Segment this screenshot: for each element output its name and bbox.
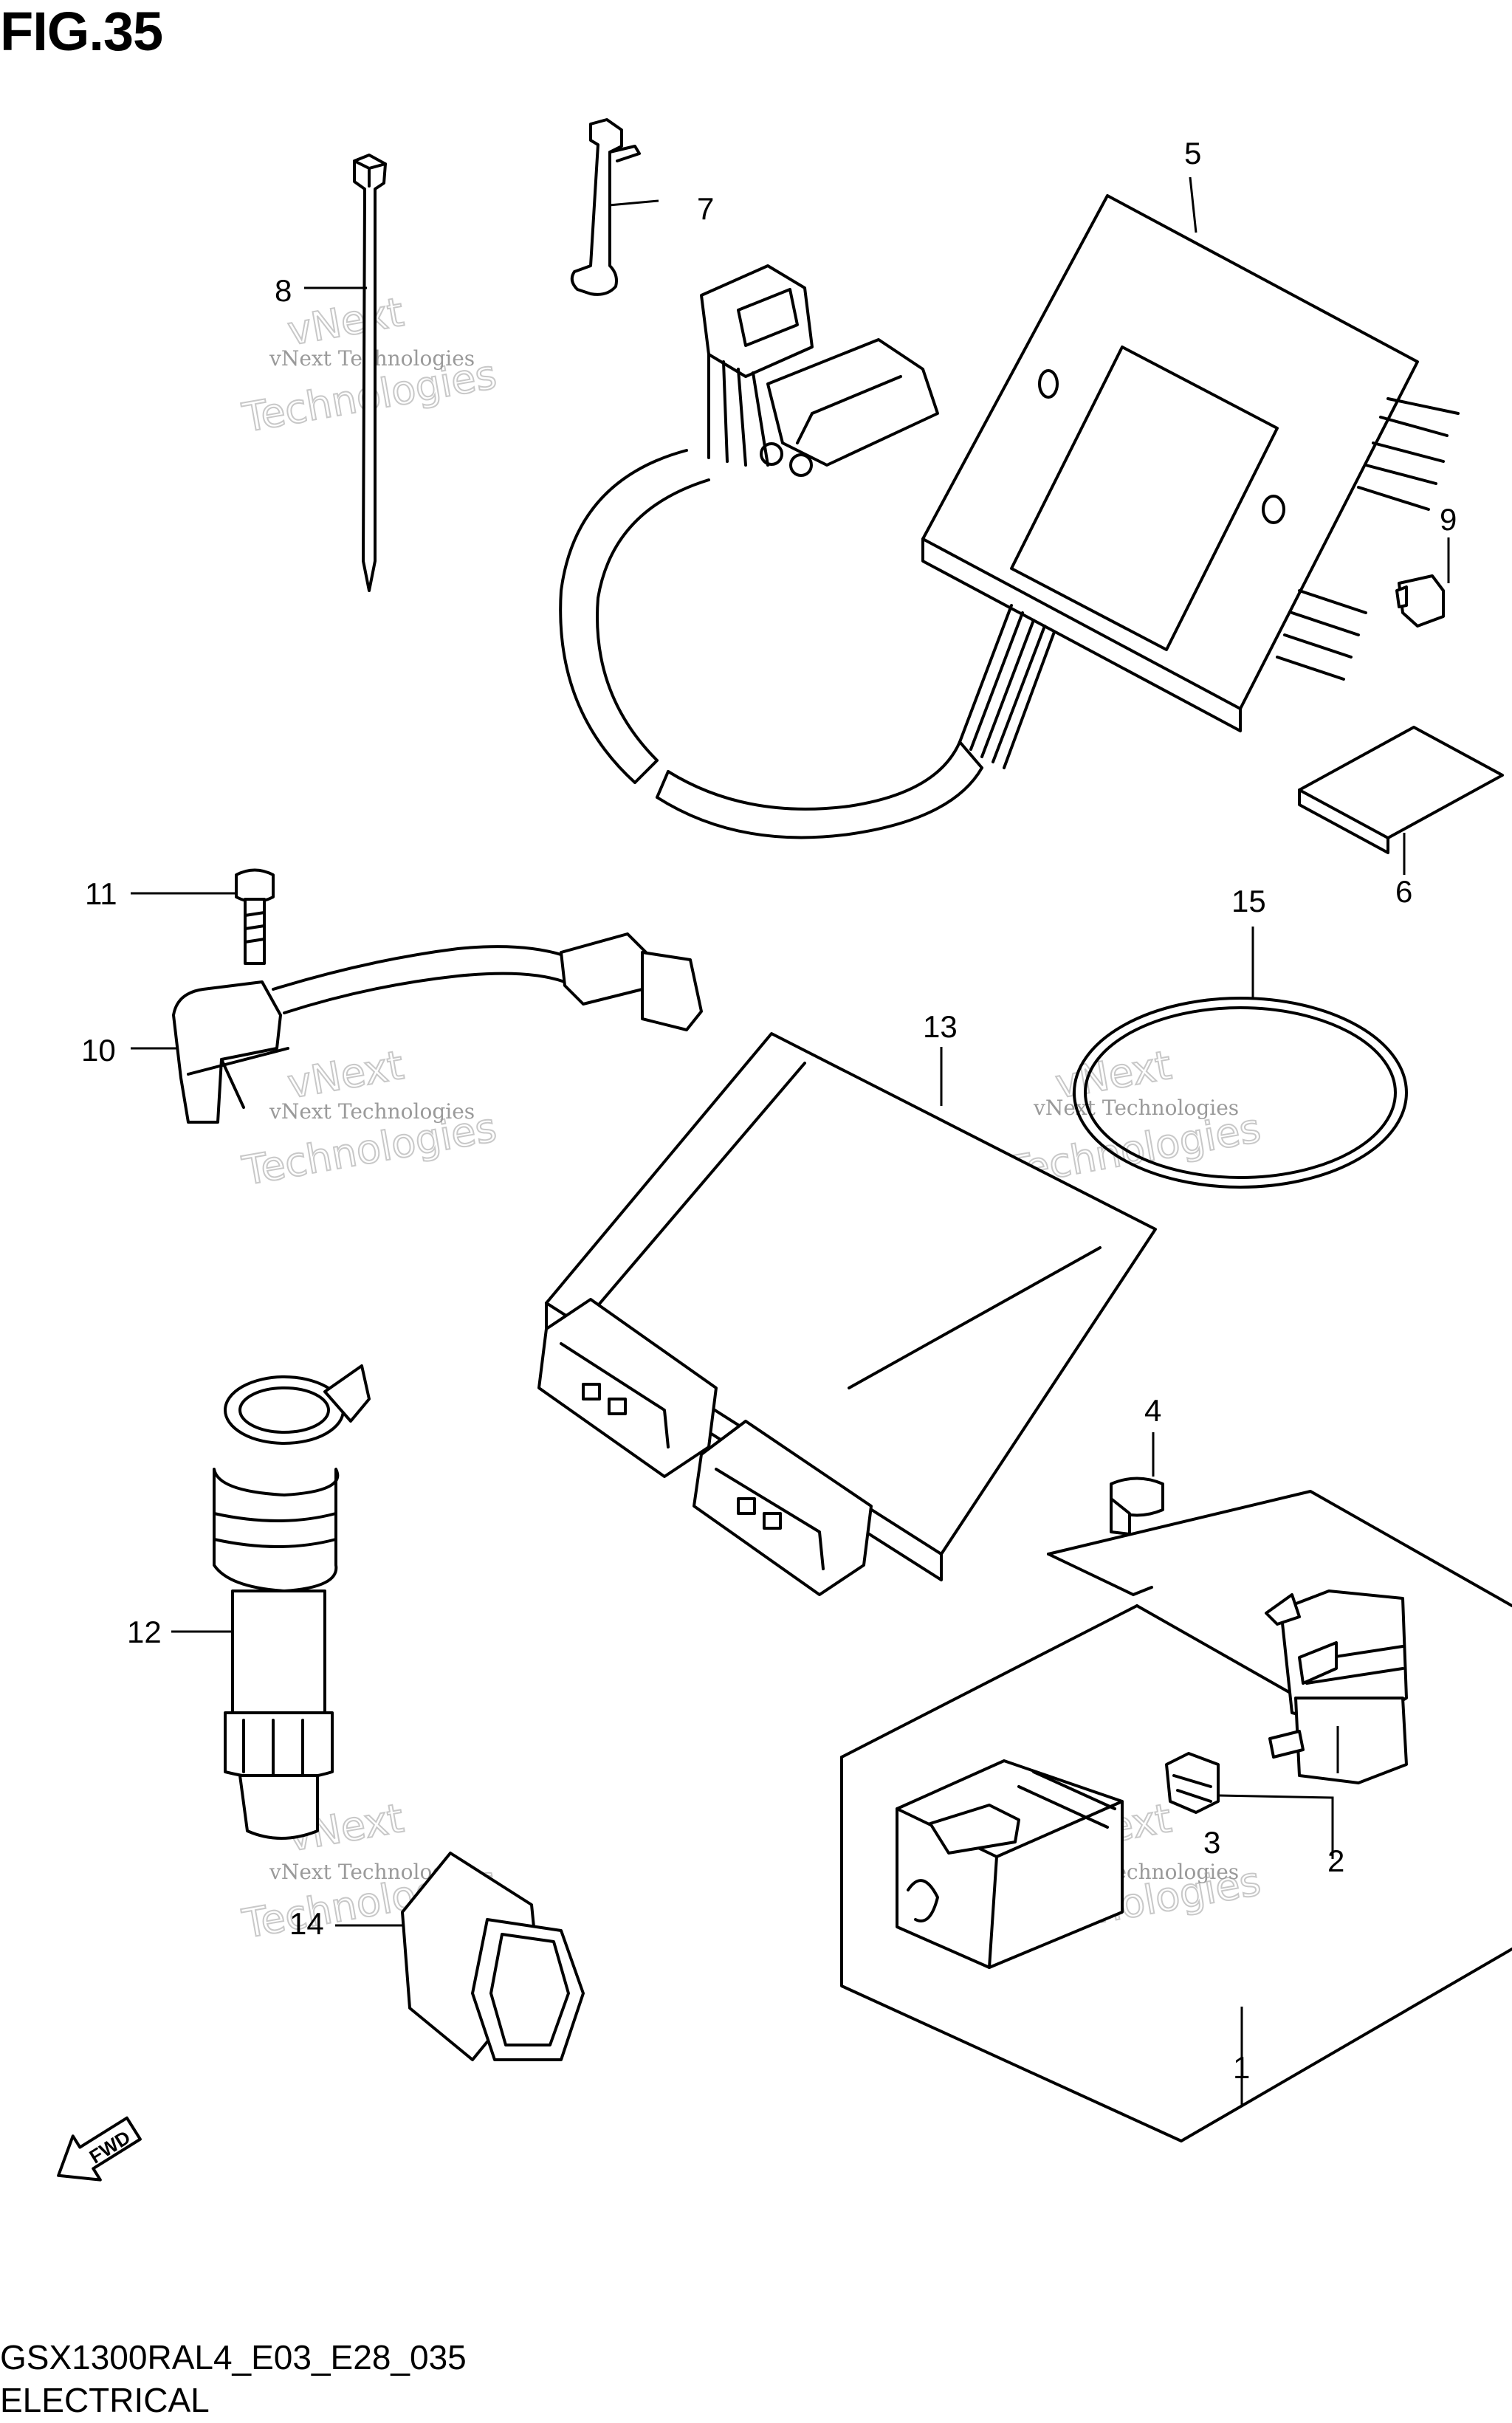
leader-lines bbox=[131, 176, 1450, 2106]
part-12-ignition-coil bbox=[213, 1364, 371, 1840]
callout-14: 14 bbox=[289, 1906, 324, 1941]
callout-7: 7 bbox=[697, 191, 714, 226]
part-5-regulator bbox=[559, 194, 1460, 839]
callout-15: 15 bbox=[1231, 884, 1266, 918]
watermark-text: vNext Technologies bbox=[269, 1099, 475, 1124]
callout-13: 13 bbox=[923, 1009, 958, 1044]
callout-6: 6 bbox=[1395, 874, 1412, 909]
part-14-connector bbox=[401, 1852, 585, 2061]
part-11-bolt bbox=[235, 868, 275, 965]
part-9-bolt bbox=[1395, 574, 1445, 628]
part-4-bolt bbox=[1110, 1477, 1164, 1536]
callout-4: 4 bbox=[1144, 1393, 1161, 1428]
diagram-code: GSX1300RAL4_E03_E28_035 bbox=[0, 2338, 467, 2376]
callout-8: 8 bbox=[275, 273, 292, 308]
part-7-clamp bbox=[570, 118, 641, 296]
part-13-ecm bbox=[537, 1032, 1157, 1596]
part-8-cable-tie bbox=[353, 154, 387, 592]
figure-title: FIG.35 bbox=[0, 1, 163, 62]
part-15-o-ring bbox=[1073, 997, 1408, 1189]
part-1-relay-assembly bbox=[840, 1490, 1512, 2142]
callout-3: 3 bbox=[1203, 1825, 1220, 1860]
callout-11: 11 bbox=[85, 876, 117, 911]
watermark-vnext: vNext bbox=[284, 1042, 407, 1107]
part-6-pad bbox=[1298, 726, 1504, 854]
callout-12: 12 bbox=[127, 1615, 162, 1649]
callout-2: 2 bbox=[1327, 1843, 1344, 1878]
callout-1: 1 bbox=[1233, 2050, 1250, 2085]
section-name: ELECTRICAL bbox=[0, 2381, 210, 2419]
callouts: 8 7 5 9 6 11 10 15 13 4 12 14 3 2 1 bbox=[81, 136, 1457, 2085]
watermark-text: vNext Technologies bbox=[1033, 1096, 1239, 1120]
callout-9: 9 bbox=[1440, 502, 1457, 537]
watermark-vnext: vNext bbox=[284, 289, 407, 354]
fwd-arrow: FWD bbox=[57, 2116, 142, 2182]
callout-5: 5 bbox=[1184, 136, 1201, 171]
part-10-sensor bbox=[172, 932, 703, 1124]
callout-10: 10 bbox=[81, 1033, 116, 1068]
